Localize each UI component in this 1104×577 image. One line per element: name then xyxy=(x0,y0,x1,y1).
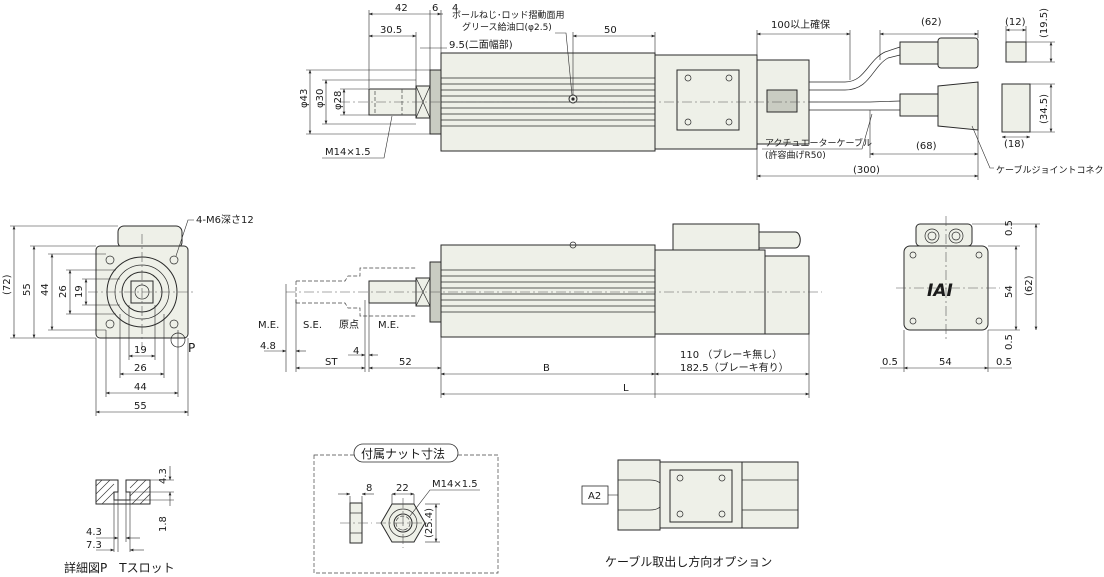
dim-6: 6 xyxy=(432,3,438,14)
dim-54-vertical: 54 xyxy=(1004,285,1015,298)
dim-7-3: 7.3 xyxy=(86,540,102,551)
motor-label-plate xyxy=(676,69,740,131)
connector-end-large xyxy=(1001,83,1031,133)
body-fins xyxy=(441,77,655,127)
dim-l: L xyxy=(623,383,629,394)
option-label-a2: A2 xyxy=(588,491,601,502)
side-view: M.E. S.E. 原点 M.E. 4.8 4 ST 52 B 110 （ブレー… xyxy=(258,223,822,398)
dim-42: 42 xyxy=(395,3,408,14)
dim-19-5: (19.5) xyxy=(1039,8,1050,38)
dim-34-5: (34.5) xyxy=(1039,94,1050,124)
cable-side xyxy=(758,231,801,249)
nut-thread: M14×1.5 xyxy=(432,479,478,490)
dim-phi30: φ30 xyxy=(315,89,326,108)
dim-0-5-top: 0.5 xyxy=(1004,220,1015,236)
rod-stroke-ghost xyxy=(296,267,416,282)
note-grease-line2: グリース給油口(φ2.5) xyxy=(462,21,552,33)
cable-joint-connector xyxy=(937,81,979,131)
dim-62-vertical: (62) xyxy=(1024,275,1035,296)
label-origin: 原点 xyxy=(339,319,359,331)
dim-bottom-44: 44 xyxy=(134,382,147,393)
nut-dim-8: 8 xyxy=(366,483,372,494)
actuator-cable-upper xyxy=(809,46,901,83)
dim-182-5: 182.5（ブレーキ有り） xyxy=(680,361,789,374)
dim-phi43: φ43 xyxy=(299,89,310,108)
dim-110: 110 （ブレーキ無し） xyxy=(680,348,782,361)
detail-ref-p: P xyxy=(188,341,195,355)
cable-gland xyxy=(766,89,798,113)
dim-st: ST xyxy=(325,357,338,368)
actuator-cable-lower xyxy=(809,100,901,103)
dim-bottom-55: 55 xyxy=(134,401,147,412)
dim-30-5: 30.5 xyxy=(380,25,402,36)
dim-44: 44 xyxy=(40,283,51,296)
dim-4-8: 4.8 xyxy=(260,341,276,352)
option-cable-block xyxy=(617,459,661,531)
dim-0-5-bottom: 0.5 xyxy=(1004,334,1015,350)
label-me-right: M.E. xyxy=(378,320,399,331)
connector-block-end xyxy=(915,223,973,247)
cable-block-side xyxy=(672,223,760,251)
dim-50: 50 xyxy=(604,25,617,36)
dim-26: 26 xyxy=(58,285,69,298)
t-slot-hatch xyxy=(95,479,151,505)
detail-p: 4.3 1.8 4.3 7.3 詳細図P Tスロット xyxy=(64,466,175,575)
dim-1-8: 1.8 xyxy=(158,516,169,532)
cable-note-line1: アクチュエーターケーブル xyxy=(765,137,872,149)
label-se: S.E. xyxy=(303,320,322,331)
dim-4: 4 xyxy=(353,346,359,357)
dim-68: (68) xyxy=(916,141,937,152)
dim-300: (300) xyxy=(853,165,880,176)
note-grease-line1: ボールねじ･ロッド摺動面用 xyxy=(452,9,565,21)
cable-connector-upper-body xyxy=(937,37,979,69)
rod-end-view: P 4-M6深さ12 (72) 55 44 26 19 19 26 44 55 xyxy=(2,214,254,416)
tap-hole xyxy=(105,255,115,265)
connector-note: ケーブルジョイントコネクター xyxy=(996,164,1104,176)
dim-55: 55 xyxy=(22,283,33,296)
cable-note-line2: (許容曲げR50) xyxy=(765,149,826,161)
top-view: 42 6 4 30.5 50 ボールねじ･ロッド摺動面用 グリース給油口(φ2.… xyxy=(299,3,1104,180)
dim-4: 4 xyxy=(452,3,458,14)
nut-dim-25-4: (25.4) xyxy=(424,508,435,538)
note-width-across-flats: 9.5(二面幅部) xyxy=(449,38,513,51)
dim-18: (18) xyxy=(1004,139,1025,150)
iai-logo: IAI xyxy=(927,281,953,301)
cable-reserve-note: 100以上確保 xyxy=(771,18,830,31)
motor-end-view: IAI 54 0.5 0.5 (62) 54 0.5 0.5 xyxy=(880,216,1040,372)
dim-52: 52 xyxy=(399,357,412,368)
label-me-left: M.E. xyxy=(258,320,279,331)
dim-19: 19 xyxy=(74,285,85,298)
motor-end-cap-side xyxy=(764,255,810,335)
dim-54-horizontal: 54 xyxy=(939,357,952,368)
cable-option-caption: ケーブル取出し方向オプション xyxy=(605,554,772,569)
joint-connector-neck xyxy=(899,93,939,117)
option-body xyxy=(741,461,799,529)
dim-62-top: (62) xyxy=(921,17,942,28)
nut-detail: 付属ナット寸法 8 22 M14×1.5 (25.4) xyxy=(313,443,499,574)
actuator-body-side xyxy=(440,244,656,338)
detail-p-caption: 詳細図P Tスロット xyxy=(64,560,175,575)
tap-note: 4-M6深さ12 xyxy=(196,214,254,226)
dim-12: (12) xyxy=(1005,17,1026,28)
dim-0-5-left: 0.5 xyxy=(882,357,898,368)
dim-0-5-right: 0.5 xyxy=(996,357,1012,368)
cable-block-end-view xyxy=(117,225,183,249)
dim-4-3-top: 4.3 xyxy=(158,468,169,484)
dim-bottom-26: 26 xyxy=(134,363,147,374)
nut-dim-22: 22 xyxy=(396,483,409,494)
option-label-plate xyxy=(669,469,733,523)
dim-phi28: φ28 xyxy=(333,91,344,110)
dim-bottom-19: 19 xyxy=(134,345,147,356)
nut-detail-title: 付属ナット寸法 xyxy=(361,447,445,461)
dim-4-3: 4.3 xyxy=(86,527,102,538)
connector-end-small xyxy=(1005,41,1027,63)
dim-72: (72) xyxy=(2,274,13,295)
dim-b: B xyxy=(543,363,550,374)
cable-connector-upper xyxy=(899,41,939,65)
cable-option: A2 ケーブル取出し方向オプション xyxy=(581,459,799,569)
thread-label: M14×1.5 xyxy=(325,147,371,158)
